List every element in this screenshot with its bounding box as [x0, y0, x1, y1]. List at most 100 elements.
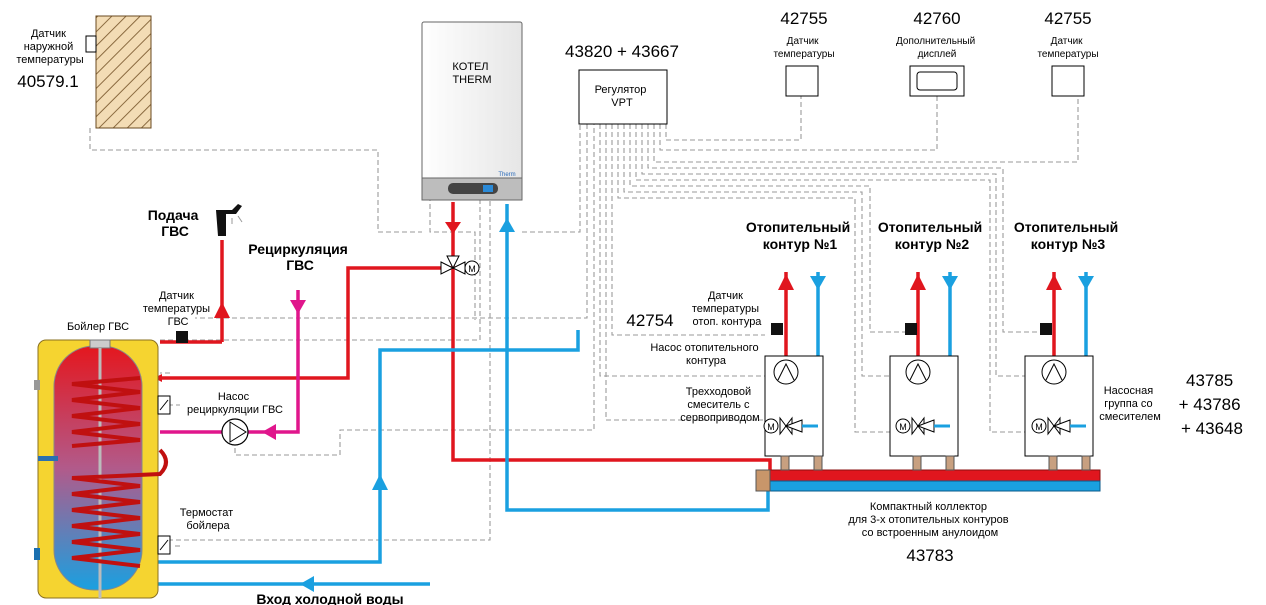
svg-text:Дополнительный дисплей: Дополнительный дисплей	[896, 36, 978, 60]
dhw-temp-sensor-label-3: ГВС	[168, 316, 189, 328]
dhw-tank: Бойлер ГВС	[34, 321, 168, 599]
tank-thermostat-bottom	[157, 535, 171, 555]
mixing-valve-label-1: Трехходовой	[686, 386, 751, 398]
svg-text:Регулятор VPT: Регулятор VPT	[595, 84, 650, 109]
temp-sensor-right-code: 42755	[1044, 9, 1091, 28]
pump-group-3: M	[1024, 355, 1094, 457]
outdoor-sensor-label-1: Датчик	[31, 28, 66, 40]
mixing-valve-label-2: смеситель с	[687, 399, 750, 411]
collector-cold-bar	[769, 480, 1101, 492]
svg-text:Подача ГВС: Подача ГВС	[148, 207, 203, 239]
temp-sensor-left-box	[785, 65, 819, 97]
svg-text:M: M	[899, 422, 907, 432]
extra-display: 42760 Дополнительный дисплей	[896, 9, 978, 97]
regulator-box	[578, 69, 668, 125]
circuit-1-sensor	[771, 323, 783, 335]
dhw-tank-upper-coil	[71, 376, 141, 448]
svg-text:Трехходовой смеситель с: Трехходовой смеситель с сервоприводом	[680, 386, 760, 424]
temp-sensor-right-label-2: температуры	[1037, 49, 1098, 60]
heating-circuit-headers: Отопительный контур №1 Отопительный конт…	[746, 219, 1122, 252]
svg-text:Отопительный контур №2: Отопительный контур №2	[878, 219, 986, 252]
recirculation-label-2: ГВС	[286, 257, 314, 273]
tank-thermostat-top	[157, 395, 171, 415]
temp-sensor-left-code: 42755	[780, 9, 827, 28]
regulator: 43820 + 43667 Регулятор VPT	[565, 42, 679, 125]
dhw-temp-sensor-label-2: температуры	[143, 303, 210, 315]
outdoor-sensor-label-3: температуры	[16, 54, 83, 66]
circuit-2-label-1: Отопительный	[878, 219, 982, 235]
collector-hydraulic-separator	[755, 469, 771, 492]
temp-sensor-right-label-1: Датчик	[1051, 36, 1083, 47]
cold-water-inlet-label: Вход холодной воды	[256, 591, 403, 605]
temp-sensor-right: 42755 Датчик температуры	[1037, 9, 1099, 97]
control-wiring	[89, 96, 1079, 547]
outdoor-sensor: Датчик наружной температуры 40579.1	[16, 15, 152, 129]
temp-sensor-left: 42755 Датчик температуры	[773, 9, 835, 97]
mixing-valve-label-3: сервоприводом	[680, 412, 760, 424]
tank-thermostat-label-2: бойлера	[186, 520, 230, 532]
boiler-three-way-valve: M	[440, 255, 480, 276]
dhw-tank-top-cap	[89, 339, 111, 349]
dhw-tank-port-left-2	[34, 548, 40, 560]
tank-thermostat-label-1: Термостат	[180, 507, 233, 519]
circuit-sensor-label-1: Датчик	[708, 290, 743, 302]
regulator-code: 43820 + 43667	[565, 42, 679, 61]
svg-text:M: M	[767, 422, 775, 432]
pump-group-2: M	[889, 355, 959, 457]
dhw-tank-port-left	[34, 380, 40, 390]
dhw-tank-label: Бойлер ГВС	[67, 321, 129, 333]
collector-label-1: Компактный коллектор	[870, 501, 987, 513]
temp-sensor-left-label-1: Датчик	[787, 36, 819, 47]
extra-display-code: 42760	[913, 9, 960, 28]
svg-text:Датчик температуры: Датчик температуры	[773, 36, 834, 60]
valve-3-motor-icon	[1031, 418, 1047, 434]
circuit-sensor-code: 42754	[626, 311, 673, 330]
outdoor-wall	[95, 15, 152, 129]
svg-text:Отопительный контур №1: Отопительный контур №1	[746, 219, 854, 252]
svg-text:Датчик наружной те: Датчик наружной температуры	[16, 28, 83, 66]
circuit-sensor-label-3: отоп. контура	[693, 316, 763, 328]
circuit-3-label-1: Отопительный	[1014, 219, 1118, 235]
pump-group-code-1: 43785	[1186, 371, 1233, 390]
circuit-1-label-2: контур №1	[763, 236, 838, 252]
svg-text:Датчик температуры ото: Датчик температуры отоп. контура	[692, 290, 762, 328]
boiler-valve-motor	[464, 260, 480, 276]
svg-text:Датчик температуры ГВС: Датчик температуры ГВС	[143, 290, 213, 328]
circuit-3-sensor	[1040, 323, 1052, 335]
regulator-label-2: VPT	[611, 97, 633, 109]
recirc-pump-label-2: рециркуляции ГВС	[187, 404, 283, 416]
svg-text:Насос отопительного контур: Насос отопительного контура	[650, 342, 761, 367]
boiler-label-1: КОТЕЛ	[452, 61, 488, 73]
svg-text:43785 + 43786 + 43648: 43785 + 43786 + 43648	[1179, 371, 1246, 438]
pump-group-code-3: + 43648	[1181, 419, 1243, 438]
dhw-temp-sensor-box	[176, 331, 188, 343]
boiler: КОТЕЛ THERM Therm	[421, 21, 523, 201]
svg-text:Насосная группа со сме: Насосная группа со смесителем	[1099, 385, 1161, 423]
extra-display-box	[909, 65, 965, 97]
faucet-icon	[216, 204, 243, 236]
recirculation-label-1: Рециркуляция	[248, 241, 348, 257]
pump-group-1: M	[763, 355, 824, 457]
temp-sensor-right-box	[1051, 65, 1085, 97]
svg-text:Датчик температуры: Датчик температуры	[1037, 36, 1098, 60]
circuit-2-sensor	[905, 323, 917, 335]
extra-display-screen	[916, 71, 958, 91]
temp-sensor-left-label-2: температуры	[773, 49, 834, 60]
pump-group-label-3: смесителем	[1099, 411, 1161, 423]
collector-code: 43783	[906, 546, 953, 565]
pump-group-label-1: Насосная	[1104, 385, 1153, 397]
recirc-pump	[221, 418, 249, 446]
valve-2-motor-icon	[895, 418, 911, 434]
circuit-3-label-2: контур №3	[1031, 236, 1106, 252]
dhw-tank-band	[38, 456, 58, 461]
collector-label-3: со встроенным анулоидом	[862, 527, 998, 539]
svg-text:Отопительный контур №3: Отопительный контур №3	[1014, 219, 1122, 252]
dhw-supply-label-2: ГВС	[161, 223, 189, 239]
circuit-sensor-label-2: температуры	[692, 303, 759, 315]
boiler-label-2: THERM	[452, 74, 491, 86]
pump-2-icon	[905, 359, 931, 385]
pump-group-code-2: + 43786	[1179, 395, 1241, 414]
circuit-pump-label-2: контура	[686, 355, 727, 367]
extra-display-label-1: Дополнительный	[896, 36, 975, 47]
boiler-badge: Therm	[498, 172, 515, 178]
